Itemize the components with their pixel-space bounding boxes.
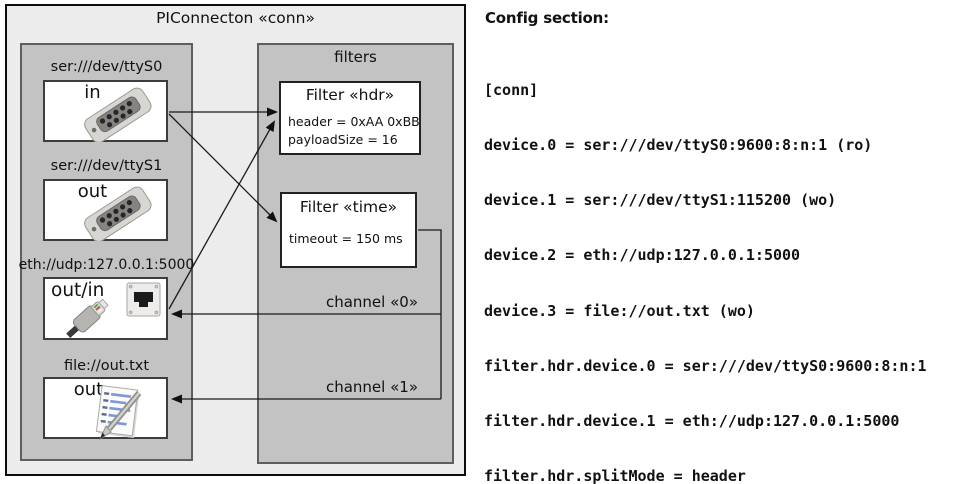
channel-1-label: channel «1»	[325, 378, 418, 396]
ethernet-cable-icon	[66, 298, 109, 338]
channel-0-label: channel «0»	[325, 293, 418, 311]
device-node-ttyS0: in	[43, 80, 168, 142]
filter-time-title: Filter «time»	[299, 198, 398, 216]
port-direction-label: out/in	[51, 280, 105, 301]
filter-attr: payloadSize = 16	[288, 132, 398, 147]
device-node-file: out	[43, 377, 168, 440]
config-line: [conn]	[484, 80, 539, 99]
filter-attr: timeout = 150 ms	[289, 231, 403, 246]
config-line: device.3 = file://out.txt (wo)	[484, 301, 755, 320]
config-line: filter.hdr.device.0 = ser:///dev/ttyS0:9…	[484, 356, 927, 375]
filter-attr: header = 0xAA 0xBB	[288, 114, 420, 129]
config-section-title: Config section:	[485, 9, 609, 27]
filter-hdr-box: Filter «hdr» header = 0xAA 0xBB payloadS…	[279, 81, 421, 155]
config-line: filter.hdr.device.1 = eth://udp:127.0.0.…	[484, 412, 900, 431]
device-node-ttyS1: out	[43, 179, 168, 241]
filter-hdr-attributes: header = 0xAA 0xBB payloadSize = 16	[288, 113, 420, 149]
filter-hdr-title: Filter «hdr»	[305, 86, 395, 104]
device-label-file: file://out.txt	[63, 358, 150, 374]
filters-panel-title: filters	[334, 48, 377, 66]
port-direction-label: out	[73, 379, 104, 400]
device-label-eth: eth://udp:127.0.0.1:5000	[18, 257, 195, 273]
config-line: device.0 = ser:///dev/ttyS0:9600:8:n:1 (…	[484, 136, 873, 155]
config-section-body: [conn] device.0 = ser:///dev/ttyS0:9600:…	[484, 44, 936, 484]
port-direction-label: in	[84, 82, 101, 103]
diagram-title: PIConnecton «conn»	[156, 9, 315, 27]
ethernet-port-icon	[126, 282, 161, 317]
serial-connector-icon	[84, 87, 152, 142]
config-line: device.2 = eth://udp:127.0.0.1:5000	[484, 246, 801, 265]
device-label-ttyS1: ser:///dev/ttyS1	[50, 158, 163, 174]
config-line: device.1 = ser:///dev/ttyS1:115200 (wo)	[484, 191, 837, 210]
device-label-ttyS0: ser:///dev/ttyS0	[50, 59, 163, 75]
config-line: filter.hdr.splitMode = header	[484, 467, 746, 484]
filter-time-attributes: timeout = 150 ms	[289, 230, 403, 248]
notepad-pen-icon	[95, 385, 142, 440]
device-node-eth: out/in	[43, 277, 168, 340]
serial-connector-icon	[84, 186, 152, 241]
filter-time-box: Filter «time» timeout = 150 ms	[280, 192, 417, 268]
port-direction-label: out	[77, 181, 108, 202]
